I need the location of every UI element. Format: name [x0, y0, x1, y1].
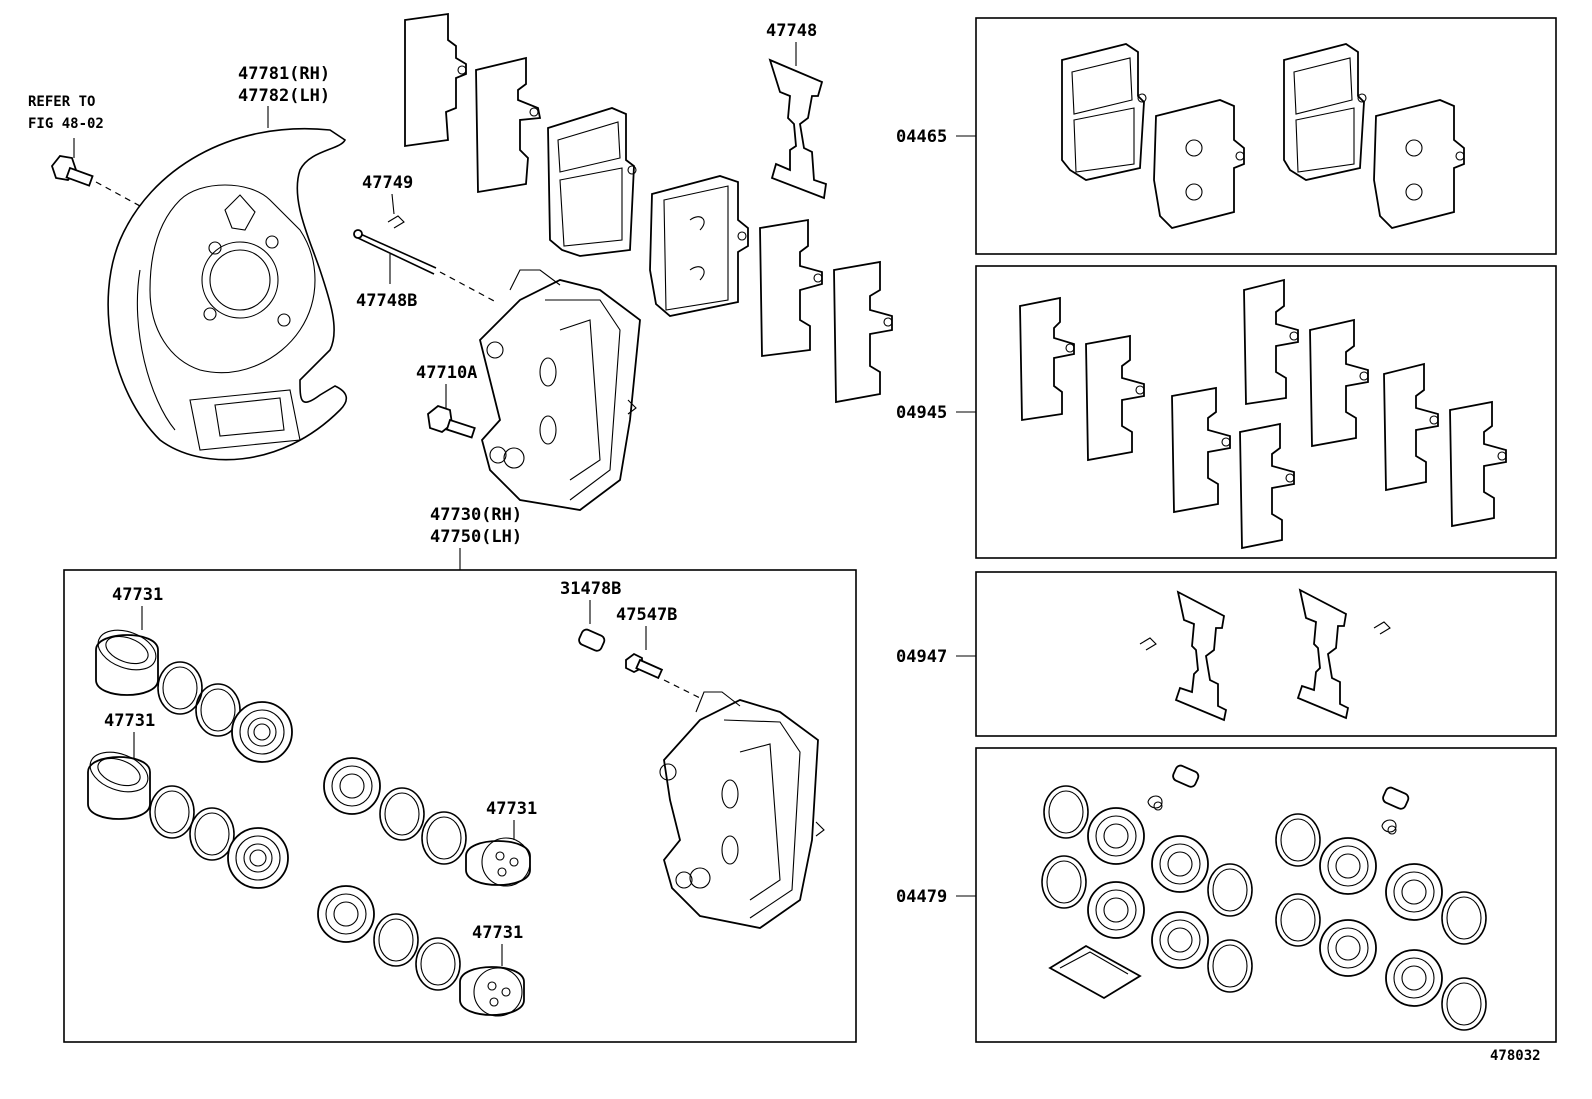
seal-ring-8: [415, 937, 461, 991]
kit-pads-box: [975, 17, 1557, 255]
piston-seal-2: [227, 827, 289, 889]
kit-shims-label: 04945: [896, 403, 947, 423]
kit-seal-ring-4: [1207, 939, 1253, 993]
kit-shim-2: [1085, 334, 1145, 462]
bleeder-cap-label: 31478B: [560, 579, 621, 599]
piston-label-2: 47731: [104, 711, 155, 731]
bleeder-plug-label: 47547B: [616, 605, 677, 625]
brake-pad-top-2: [649, 175, 749, 317]
kit-seal-ring-1: [1043, 785, 1089, 839]
kit-pad-4: [1373, 99, 1465, 229]
kit-seals-label: 04479: [896, 887, 947, 907]
kit-piston-seal-8: [1385, 949, 1443, 1007]
kit-seals-box: [975, 747, 1557, 1043]
piston-label-4: 47731: [472, 923, 523, 943]
seal-ring-5: [379, 787, 425, 841]
kit-pad-1: [1061, 43, 1147, 181]
piston-cup-2: [87, 751, 151, 820]
kit-piston-seal-1: [1087, 807, 1145, 865]
kit-clip-2: [1373, 621, 1391, 635]
kit-clip-3: [1147, 795, 1163, 811]
kit-shim-4: [1243, 278, 1299, 406]
kit-pad-3: [1283, 43, 1367, 181]
kit-shim-1: [1019, 296, 1075, 422]
disc-dust-shield: [107, 128, 348, 461]
kit-seal-ring-8: [1441, 977, 1487, 1031]
guide-pin-label: 47748B: [356, 291, 417, 311]
piston-cup-1: [95, 629, 159, 696]
brake-caliper-bottom: [659, 691, 825, 929]
kit-clip-1: [1139, 637, 1157, 651]
kit-bleeder-cap-1: [1172, 764, 1200, 788]
kit-piston-seal-4: [1151, 911, 1209, 969]
kit-shim-3: [1171, 386, 1231, 514]
kit-spring-2: [1296, 588, 1350, 720]
piston-seal-3: [323, 757, 381, 815]
kit-shim-6: [1309, 318, 1369, 448]
kit-seal-ring-3: [1207, 863, 1253, 917]
piston-label-3: 47731: [486, 799, 537, 819]
kit-shim-8: [1449, 400, 1507, 528]
bleeder-cap: [578, 628, 606, 652]
pad-support-spring: [768, 58, 827, 200]
guide-pin: [353, 229, 497, 303]
kit-seal-ring-5: [1275, 813, 1321, 867]
seal-ring-6: [421, 811, 467, 865]
clip-pin: [387, 215, 405, 229]
kit-shim-7: [1383, 362, 1439, 492]
caliper-label-rh: 47730(RH): [430, 505, 522, 525]
kit-spring-1: [1174, 590, 1228, 722]
caliper-assembly-box: [63, 569, 857, 1043]
piston-seal-1: [231, 701, 293, 763]
kit-springs-label: 04947: [896, 647, 947, 667]
shield-label-rh: 47781(RH): [238, 64, 330, 84]
shim-top-2: [475, 56, 542, 194]
pad-spring-label: 47748: [766, 21, 817, 41]
brake-pad-top-1: [547, 107, 637, 257]
kit-pad-2: [1153, 99, 1245, 229]
kit-piston-seal-2: [1087, 881, 1145, 939]
piston-label-1: 47731: [112, 585, 163, 605]
kit-clip-4: [1381, 819, 1397, 835]
shim-top-3: [759, 218, 823, 358]
kit-shims-box: [975, 265, 1557, 559]
kit-springs-box: [975, 571, 1557, 737]
seal-ring-4: [189, 807, 235, 861]
kit-piston-seal-7: [1385, 863, 1443, 921]
figure-number: 478032: [1490, 1048, 1541, 1064]
brake-caliper-top: [479, 269, 641, 511]
bleeder-plug: [625, 652, 701, 699]
hub-bolt: [50, 138, 141, 207]
refer-line-2: FIG 48-02: [28, 116, 104, 132]
caliper-label-lh: 47750(LH): [430, 527, 522, 547]
kit-seal-ring-7: [1441, 891, 1487, 945]
clip-pin-label: 47749: [362, 173, 413, 193]
kit-seal-ring-6: [1275, 893, 1321, 947]
caliper-mounting-bolt: [427, 404, 476, 439]
shield-label-lh: 47782(LH): [238, 86, 330, 106]
shim-top-1: [404, 12, 467, 148]
piston-cup-4: [459, 966, 525, 1017]
kit-piston-seal-3: [1151, 835, 1209, 893]
kit-bleeder-cap-2: [1382, 786, 1410, 810]
kit-pads-label: 04465: [896, 127, 947, 147]
piston-seal-4: [317, 885, 375, 943]
seal-ring-7: [373, 913, 419, 967]
seal-ring-3: [149, 785, 195, 839]
shim-top-4: [833, 260, 893, 404]
seal-ring-1: [157, 661, 203, 715]
kit-seal-ring-2: [1041, 855, 1087, 909]
kit-grease-packet: [1048, 944, 1142, 1000]
piston-cup-3: [465, 837, 531, 887]
caliper-bolt-label: 47710A: [416, 363, 477, 383]
kit-piston-seal-5: [1319, 837, 1377, 895]
refer-line-1: REFER TO: [28, 94, 95, 110]
kit-shim-5: [1239, 422, 1295, 550]
kit-piston-seal-6: [1319, 919, 1377, 977]
seal-ring-2: [195, 683, 241, 737]
